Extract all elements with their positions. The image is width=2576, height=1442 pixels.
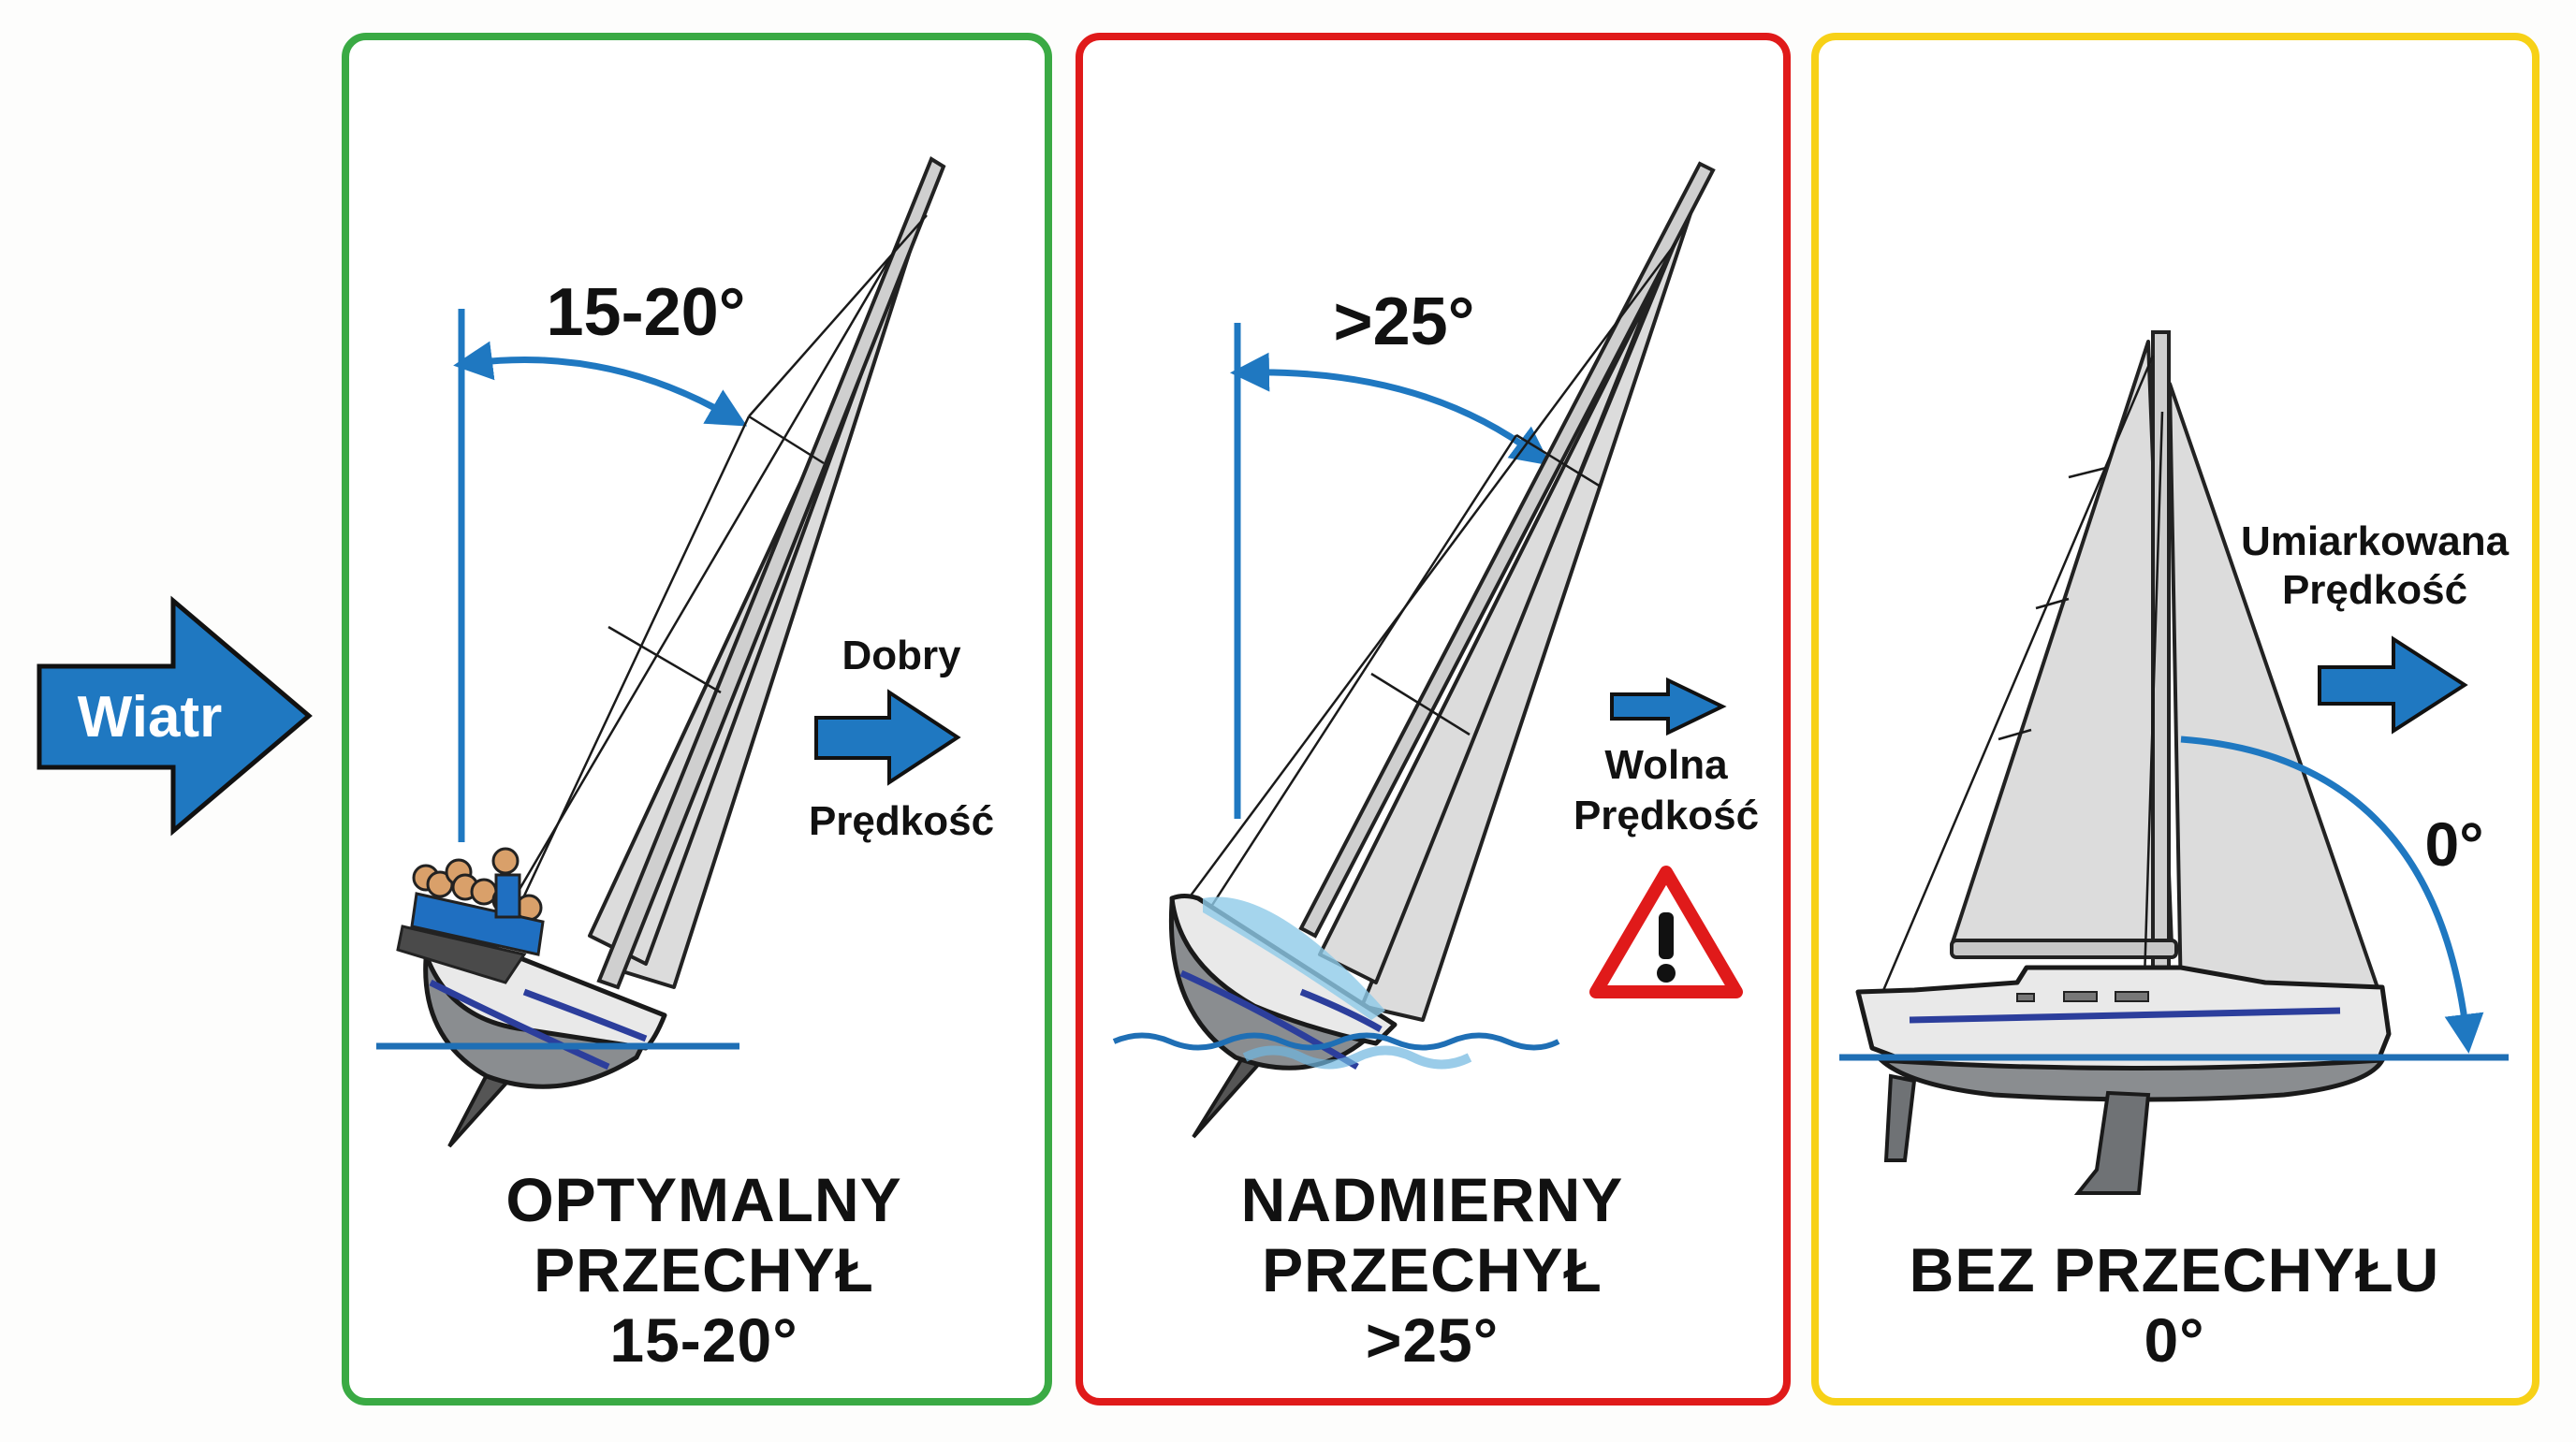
panel-optimal-heel: 15-20° (342, 33, 1052, 1406)
wind-arrow-icon (37, 595, 313, 837)
speed-arrow-icon (814, 689, 961, 786)
warning-triangle-icon (1589, 866, 1743, 998)
mast (1298, 161, 1716, 939)
panel-title-line1: NADMIERNY (1241, 1165, 1624, 1234)
angle-label: 0° (2424, 809, 2483, 879)
keel (2073, 1090, 2151, 1195)
angle-arc-arrow (1230, 352, 1551, 466)
angle-arc-arrow (2180, 736, 2484, 1054)
panel-title-line1: OPTYMALNY (505, 1165, 901, 1234)
angle-arc-arrow (453, 341, 748, 427)
small-speed-arrow-icon (1610, 677, 1727, 736)
panel-title-line1: BEZ PRZECHYŁU (1910, 1235, 2440, 1304)
waves (1112, 1032, 1560, 1070)
over-heeled-sailboat-illustration (1168, 161, 1716, 1139)
speed-label-line2: Prędkość (1573, 793, 1759, 838)
angle-label: >25° (1334, 284, 1475, 359)
panel-no-heel: 0° Umiarkowana Prędkość BEZ PRZECHYŁU 0° (1811, 33, 2539, 1406)
rudder (1883, 1073, 1917, 1162)
speed-label-line1: Wolna (1604, 742, 1728, 788)
wind-indicator: Wiatr (37, 595, 313, 837)
speed-label-line1: Umiarkowana (2241, 518, 2510, 564)
speed-arrow-icon (2318, 635, 2468, 735)
mast (596, 156, 946, 990)
panel-title-line2: PRZECHYŁ (534, 1235, 874, 1304)
speed-label-line2: Prędkość (809, 798, 994, 844)
panel-title-line2: 0° (2144, 1305, 2204, 1375)
crew-hiking-icon (396, 847, 545, 984)
panel-title-line2: PRZECHYŁ (1262, 1235, 1603, 1304)
speed-label-line1: Dobry (842, 633, 961, 678)
jib (1318, 279, 1659, 984)
panel-title-line3: >25° (1366, 1305, 1499, 1375)
angle-label: 15-20° (547, 275, 746, 350)
boom (1950, 939, 2178, 959)
panel-excessive-heel: >25° Wolna Prędkość (1076, 33, 1791, 1406)
upright-sailboat-illustration (1855, 330, 2392, 1195)
speed-label-line2: Prędkość (2282, 567, 2467, 613)
panel-title-line3: 15-20° (609, 1305, 798, 1375)
heeled-sailboat-illustration (396, 156, 946, 1148)
wind-label: Wiatr (78, 685, 222, 750)
